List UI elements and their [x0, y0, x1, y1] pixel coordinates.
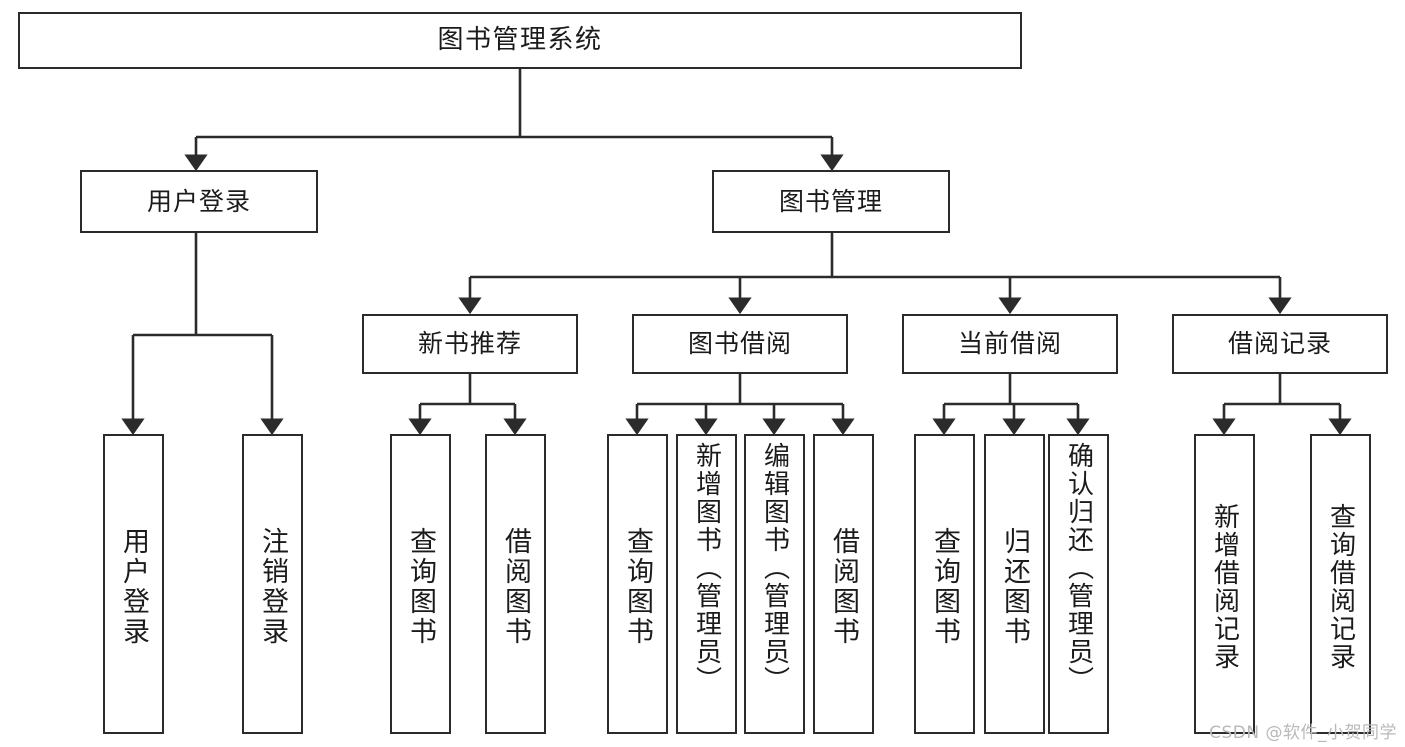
- leaf-borrow-record-add-record[interactable]: 新增借阅记录: [1194, 434, 1255, 734]
- node-book-borrow[interactable]: 图书借阅: [632, 314, 848, 374]
- leaf-user-login-login[interactable]: 用户登录: [103, 434, 164, 734]
- node-book-management[interactable]: 图书管理: [712, 170, 950, 233]
- node-label: 编辑图书（管理员）: [759, 442, 790, 694]
- node-current-borrow[interactable]: 当前借阅: [902, 314, 1118, 374]
- node-label: 注销登录: [257, 527, 288, 647]
- node-label: 借阅记录: [1227, 329, 1332, 358]
- node-label: 确认归还（管理员）: [1063, 442, 1094, 694]
- node-borrow-record[interactable]: 借阅记录: [1172, 314, 1388, 374]
- leaf-current-borrow-confirm-return-admin[interactable]: 确认归还（管理员）: [1048, 434, 1109, 734]
- node-root-book-management-system[interactable]: 图书管理系统: [18, 12, 1022, 69]
- node-label: 借阅图书: [828, 527, 859, 647]
- node-label: 查询图书: [405, 527, 436, 647]
- leaf-book-borrow-borrow-books[interactable]: 借阅图书: [813, 434, 874, 734]
- leaf-book-borrow-edit-book-admin[interactable]: 编辑图书（管理员）: [744, 434, 805, 734]
- leaf-book-borrow-add-book-admin[interactable]: 新增图书（管理员）: [676, 434, 737, 734]
- node-label: 新增图书（管理员）: [691, 442, 722, 694]
- csdn-watermark: CSDN @软件_小贺同学: [1209, 723, 1397, 743]
- leaf-new-book-query-books[interactable]: 查询图书: [390, 434, 451, 734]
- leaf-borrow-record-query-record[interactable]: 查询借阅记录: [1310, 434, 1371, 734]
- node-label: 新增借阅记录: [1209, 503, 1240, 671]
- node-label: 当前借阅: [957, 329, 1062, 358]
- node-label: 图书管理: [778, 186, 883, 216]
- node-label: 归还图书: [999, 527, 1030, 647]
- node-label: 图书借阅: [687, 329, 792, 358]
- leaf-new-book-borrow-books[interactable]: 借阅图书: [485, 434, 546, 734]
- leaf-current-borrow-return-books[interactable]: 归还图书: [984, 434, 1045, 734]
- node-new-book-recommendation[interactable]: 新书推荐: [362, 314, 578, 374]
- leaf-user-login-logout[interactable]: 注销登录: [242, 434, 303, 734]
- node-label: 新书推荐: [417, 329, 522, 358]
- leaf-current-borrow-query-books[interactable]: 查询图书: [914, 434, 975, 734]
- leaf-book-borrow-query-books[interactable]: 查询图书: [607, 434, 668, 734]
- node-label: 用户登录: [118, 527, 149, 647]
- node-label: 借阅图书: [500, 527, 531, 647]
- node-label: 查询图书: [622, 527, 653, 647]
- node-label: 图书管理系统: [437, 24, 603, 55]
- node-user-login[interactable]: 用户登录: [80, 170, 318, 233]
- node-label: 查询图书: [929, 527, 960, 647]
- node-label: 用户登录: [146, 186, 251, 216]
- node-label: 查询借阅记录: [1325, 503, 1356, 671]
